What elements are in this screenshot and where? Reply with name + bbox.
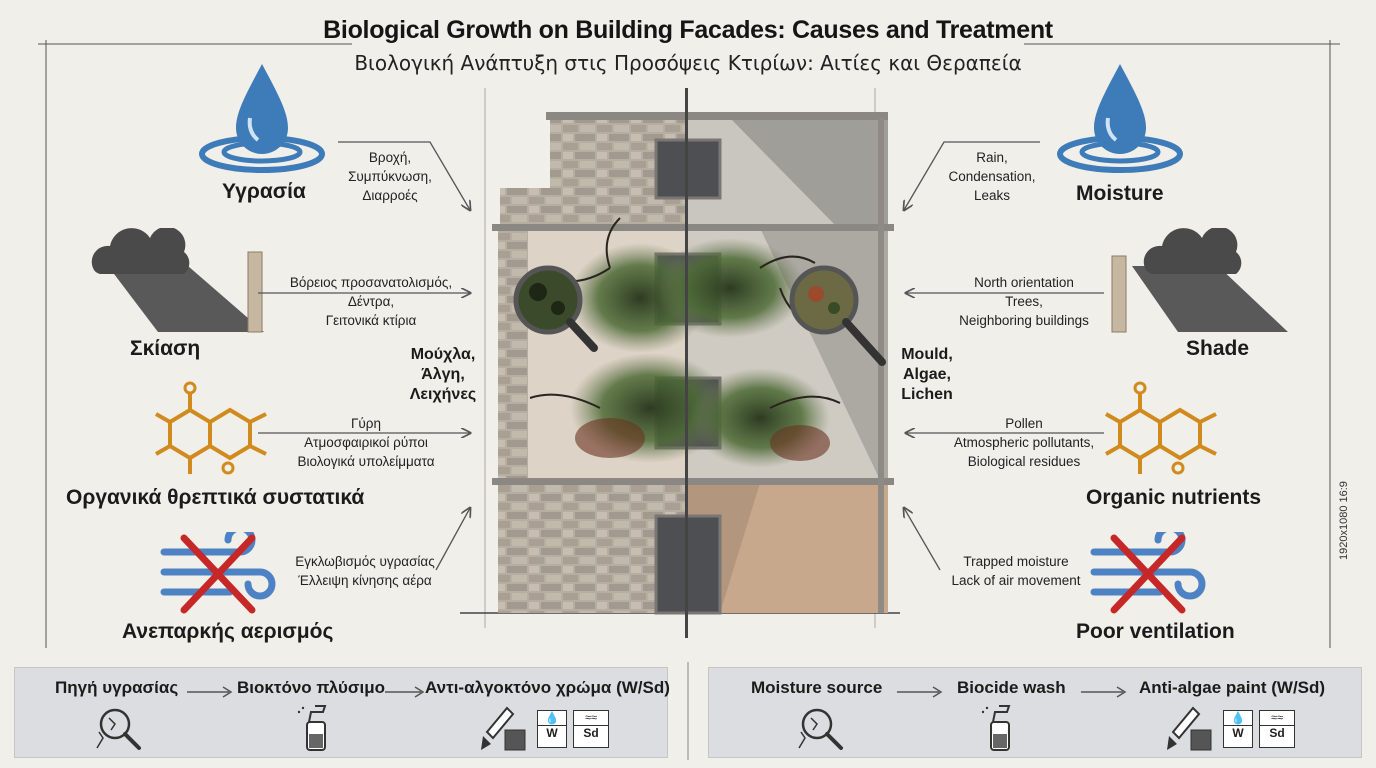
spray-bottle-icon (981, 705, 1011, 751)
step-moisture-source-gr: Πηγή υγρασίας (55, 678, 179, 697)
step-paint-gr: Αντι-αλγοκτόνο χρώμα (W/Sd) (425, 678, 670, 697)
center-label-english: Mould, Algae, Lichen (892, 345, 962, 405)
detail-line: Διαρροές (362, 188, 418, 203)
building-facade (460, 88, 900, 628)
arrow-right-icon (1081, 686, 1127, 698)
detail-line: Βόρειος προσανατολισμός, (289, 275, 453, 290)
arrow-right-icon (187, 686, 233, 698)
detail-line: Leaks (973, 188, 1011, 203)
badge-w: W (538, 725, 566, 740)
detail-line: North orientation (974, 275, 1074, 290)
cause-arrows (258, 141, 1104, 571)
detail-line: Δέντρα, (347, 294, 395, 309)
center-label-greek: Μούχλα, Άλγη, Λειχήνες (398, 345, 488, 405)
paint-brush-bucket-icon (1167, 706, 1212, 751)
no-wind-icon (160, 532, 276, 614)
detail-line: Condensation, (948, 169, 1036, 184)
page-title: Biological Growth on Building Facades: C… (323, 16, 1053, 44)
cloud-shade-icon (91, 228, 264, 333)
cause-details-nutrients-en: Pollen Atmospheric pollutants, Biologica… (944, 414, 1104, 471)
detail-line: Συμπύκνωση, (348, 169, 432, 184)
drop-glyph-icon: 💧 (1230, 711, 1246, 725)
cause-label-ventilation-en: Poor ventilation (1076, 620, 1235, 643)
cause-details-shade-en: North orientation Trees, Neighboring bui… (948, 273, 1100, 330)
vapour-badge: ≈≈ Sd (573, 710, 609, 748)
cause-details-ventilation-gr: Εγκλωβισμός υγρασίας Έλλειψη κίνησης αέρ… (286, 552, 444, 590)
detail-line: Βροχή, (368, 150, 412, 165)
detail-line: Neighboring buildings (959, 313, 1089, 328)
treatment-panel-english: Moisture source Biocide wash Anti-algae … (708, 667, 1362, 758)
molecule-icon (1105, 381, 1217, 475)
water-drop-icon (199, 64, 325, 173)
cause-details-ventilation-en: Trapped moisture Lack of air movement (944, 552, 1088, 590)
cause-details-moisture-gr: Βροχή, Συμπύκνωση, Διαρροές (340, 148, 440, 205)
magnifier-left-icon (513, 265, 598, 352)
vapour-glyph-icon: ≈≈ (1270, 712, 1284, 724)
no-wind-icon (1090, 532, 1206, 614)
vapour-badge: ≈≈ Sd (1259, 710, 1295, 748)
detail-line: Trees, (1005, 294, 1043, 309)
treatment-panel-greek: Πηγή υγρασίας Βιοκτόνο πλύσιμο Αντι-αλγο… (14, 667, 670, 758)
step-paint-en: Anti-algae paint (W/Sd) (1139, 678, 1326, 697)
cause-details-moisture-en: Rain, Condensation, Leaks (940, 148, 1044, 205)
cause-label-ventilation-gr: Ανεπαρκής αερισμός (122, 620, 334, 643)
detail-line: Γειτονικά κτίρια (325, 313, 417, 328)
badge-sd: Sd (1260, 725, 1294, 740)
cause-label-nutrients-en: Organic nutrients (1086, 486, 1262, 509)
step-biocide-wash-gr: Βιοκτόνο πλύσιμο (237, 678, 386, 697)
detail-line: Βιολογικά υπολείμματα (297, 454, 435, 469)
center-left-line: Λειχήνες (409, 386, 477, 403)
arrow-right-icon (385, 686, 425, 698)
badge-w: W (1224, 725, 1252, 740)
step-biocide-wash-en: Biocide wash (957, 678, 1066, 697)
center-left-line: Άλγη, (421, 366, 465, 383)
water-badge: 💧 W (537, 710, 567, 748)
detail-line: Biological residues (967, 454, 1081, 469)
molecule-icon (155, 381, 267, 475)
detail-line: Γύρη (350, 416, 381, 431)
detail-line: Εγκλωβισμός υγρασίας (295, 554, 435, 569)
center-right-line: Algae, (902, 366, 951, 383)
center-right-line: Lichen (901, 386, 953, 403)
water-badge: 💧 W (1223, 710, 1253, 748)
detail-line: Pollen (1005, 416, 1043, 431)
water-drop-icon (1057, 64, 1183, 173)
cause-details-shade-gr: Βόρειος προσανατολισμός, Δέντρα, Γειτονι… (272, 273, 470, 330)
vapour-glyph-icon: ≈≈ (584, 712, 598, 724)
page-subtitle-greek: Βιολογική Ανάπτυξη στις Προσόψεις Κτιρίω… (354, 51, 1022, 75)
magnifier-crack-icon (798, 708, 843, 750)
cause-label-shade-en: Shade (1186, 337, 1250, 360)
cause-label-moisture-en: Moisture (1076, 182, 1164, 205)
detail-line: Rain, (976, 150, 1008, 165)
detail-line: Trapped moisture (963, 554, 1069, 569)
detail-line: Έλλειψη κίνησης αέρα (298, 573, 432, 588)
center-left-line: Μούχλα, (410, 346, 476, 363)
drop-glyph-icon: 💧 (544, 711, 560, 725)
magnifier-right-icon (789, 265, 886, 366)
spray-bottle-icon (297, 705, 327, 751)
detail-line: Lack of air movement (951, 573, 1081, 588)
step-moisture-source-en: Moisture source (751, 678, 883, 697)
cause-label-moisture-gr: Υγρασία (222, 180, 306, 203)
badge-sd: Sd (574, 725, 608, 740)
cloud-shade-icon (1111, 228, 1288, 333)
title-block: Biological Growth on Building Facades: C… (0, 16, 1376, 75)
cause-label-nutrients-gr: Οργανικά θρεπτικά συστατικά (66, 486, 365, 509)
center-right-line: Mould, (901, 346, 953, 363)
center-divider (685, 88, 688, 638)
cause-details-nutrients-gr: Γύρη Ατμοσφαιρικοί ρύποι Βιολογικά υπολε… (282, 414, 450, 471)
detail-line: Ατμοσφαιρικοί ρύποι (304, 435, 428, 450)
format-note: 1920x1080 16:9 (1338, 481, 1350, 560)
cause-label-shade-gr: Σκίαση (130, 337, 201, 360)
paint-brush-bucket-icon (481, 706, 526, 751)
arrow-right-icon (897, 686, 943, 698)
magnifier-crack-icon (96, 708, 141, 750)
detail-line: Atmospheric pollutants, (953, 435, 1095, 450)
